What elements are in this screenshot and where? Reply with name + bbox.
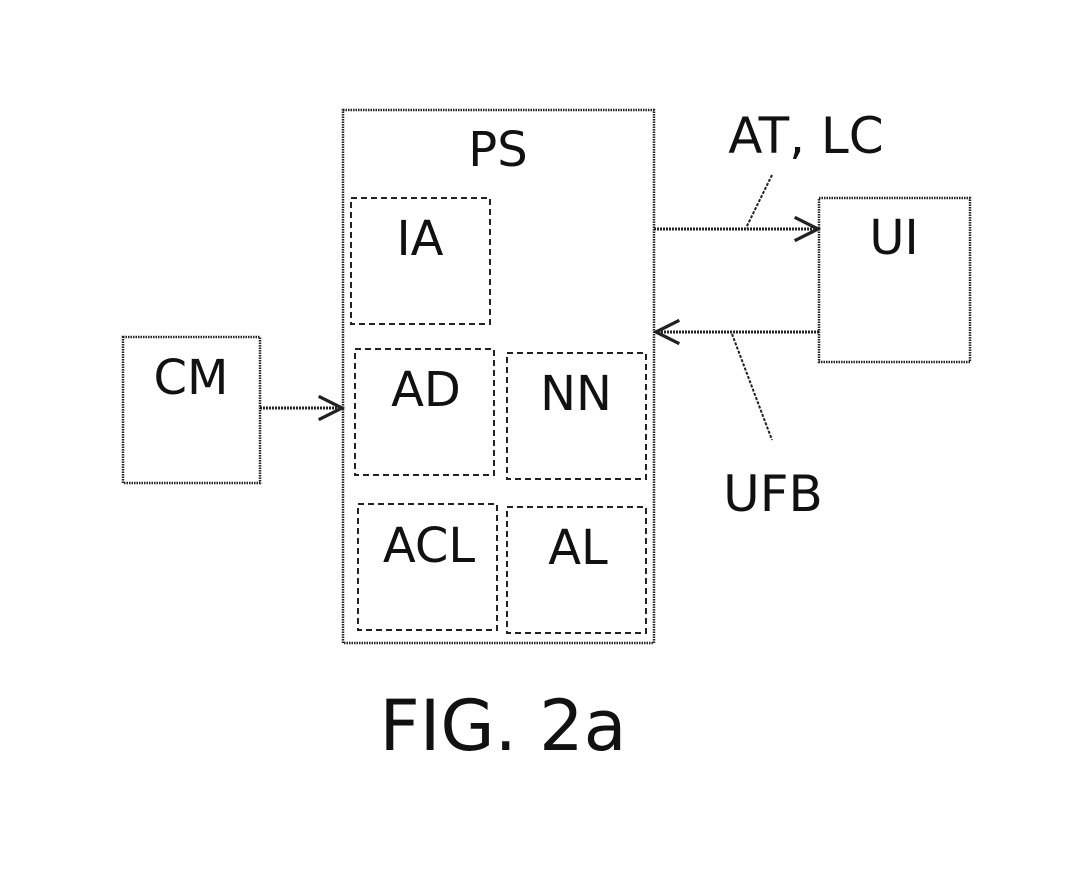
at-lc-label: AT, LC xyxy=(728,107,883,165)
ad-label: AD xyxy=(391,362,461,418)
ia-box xyxy=(350,197,491,325)
ui-label: UI xyxy=(869,210,918,266)
leader-at-lc xyxy=(745,174,773,229)
cm-label: CM xyxy=(154,350,229,406)
ps-label: PS xyxy=(468,122,527,178)
ia-label: IA xyxy=(397,211,444,267)
ufb-label: UFB xyxy=(723,465,823,523)
nn-box xyxy=(506,352,647,480)
leader-ufb xyxy=(731,333,773,441)
ps-box xyxy=(341,108,656,645)
ui-box xyxy=(817,196,972,364)
al-box xyxy=(506,506,647,634)
cm-box xyxy=(121,335,262,485)
nn-label: NN xyxy=(540,366,612,422)
figure-caption: FIG. 2a xyxy=(379,685,626,767)
acl-box xyxy=(357,503,498,631)
ad-box xyxy=(354,348,495,476)
acl-label: ACL xyxy=(383,518,476,574)
al-label: AL xyxy=(548,520,608,576)
